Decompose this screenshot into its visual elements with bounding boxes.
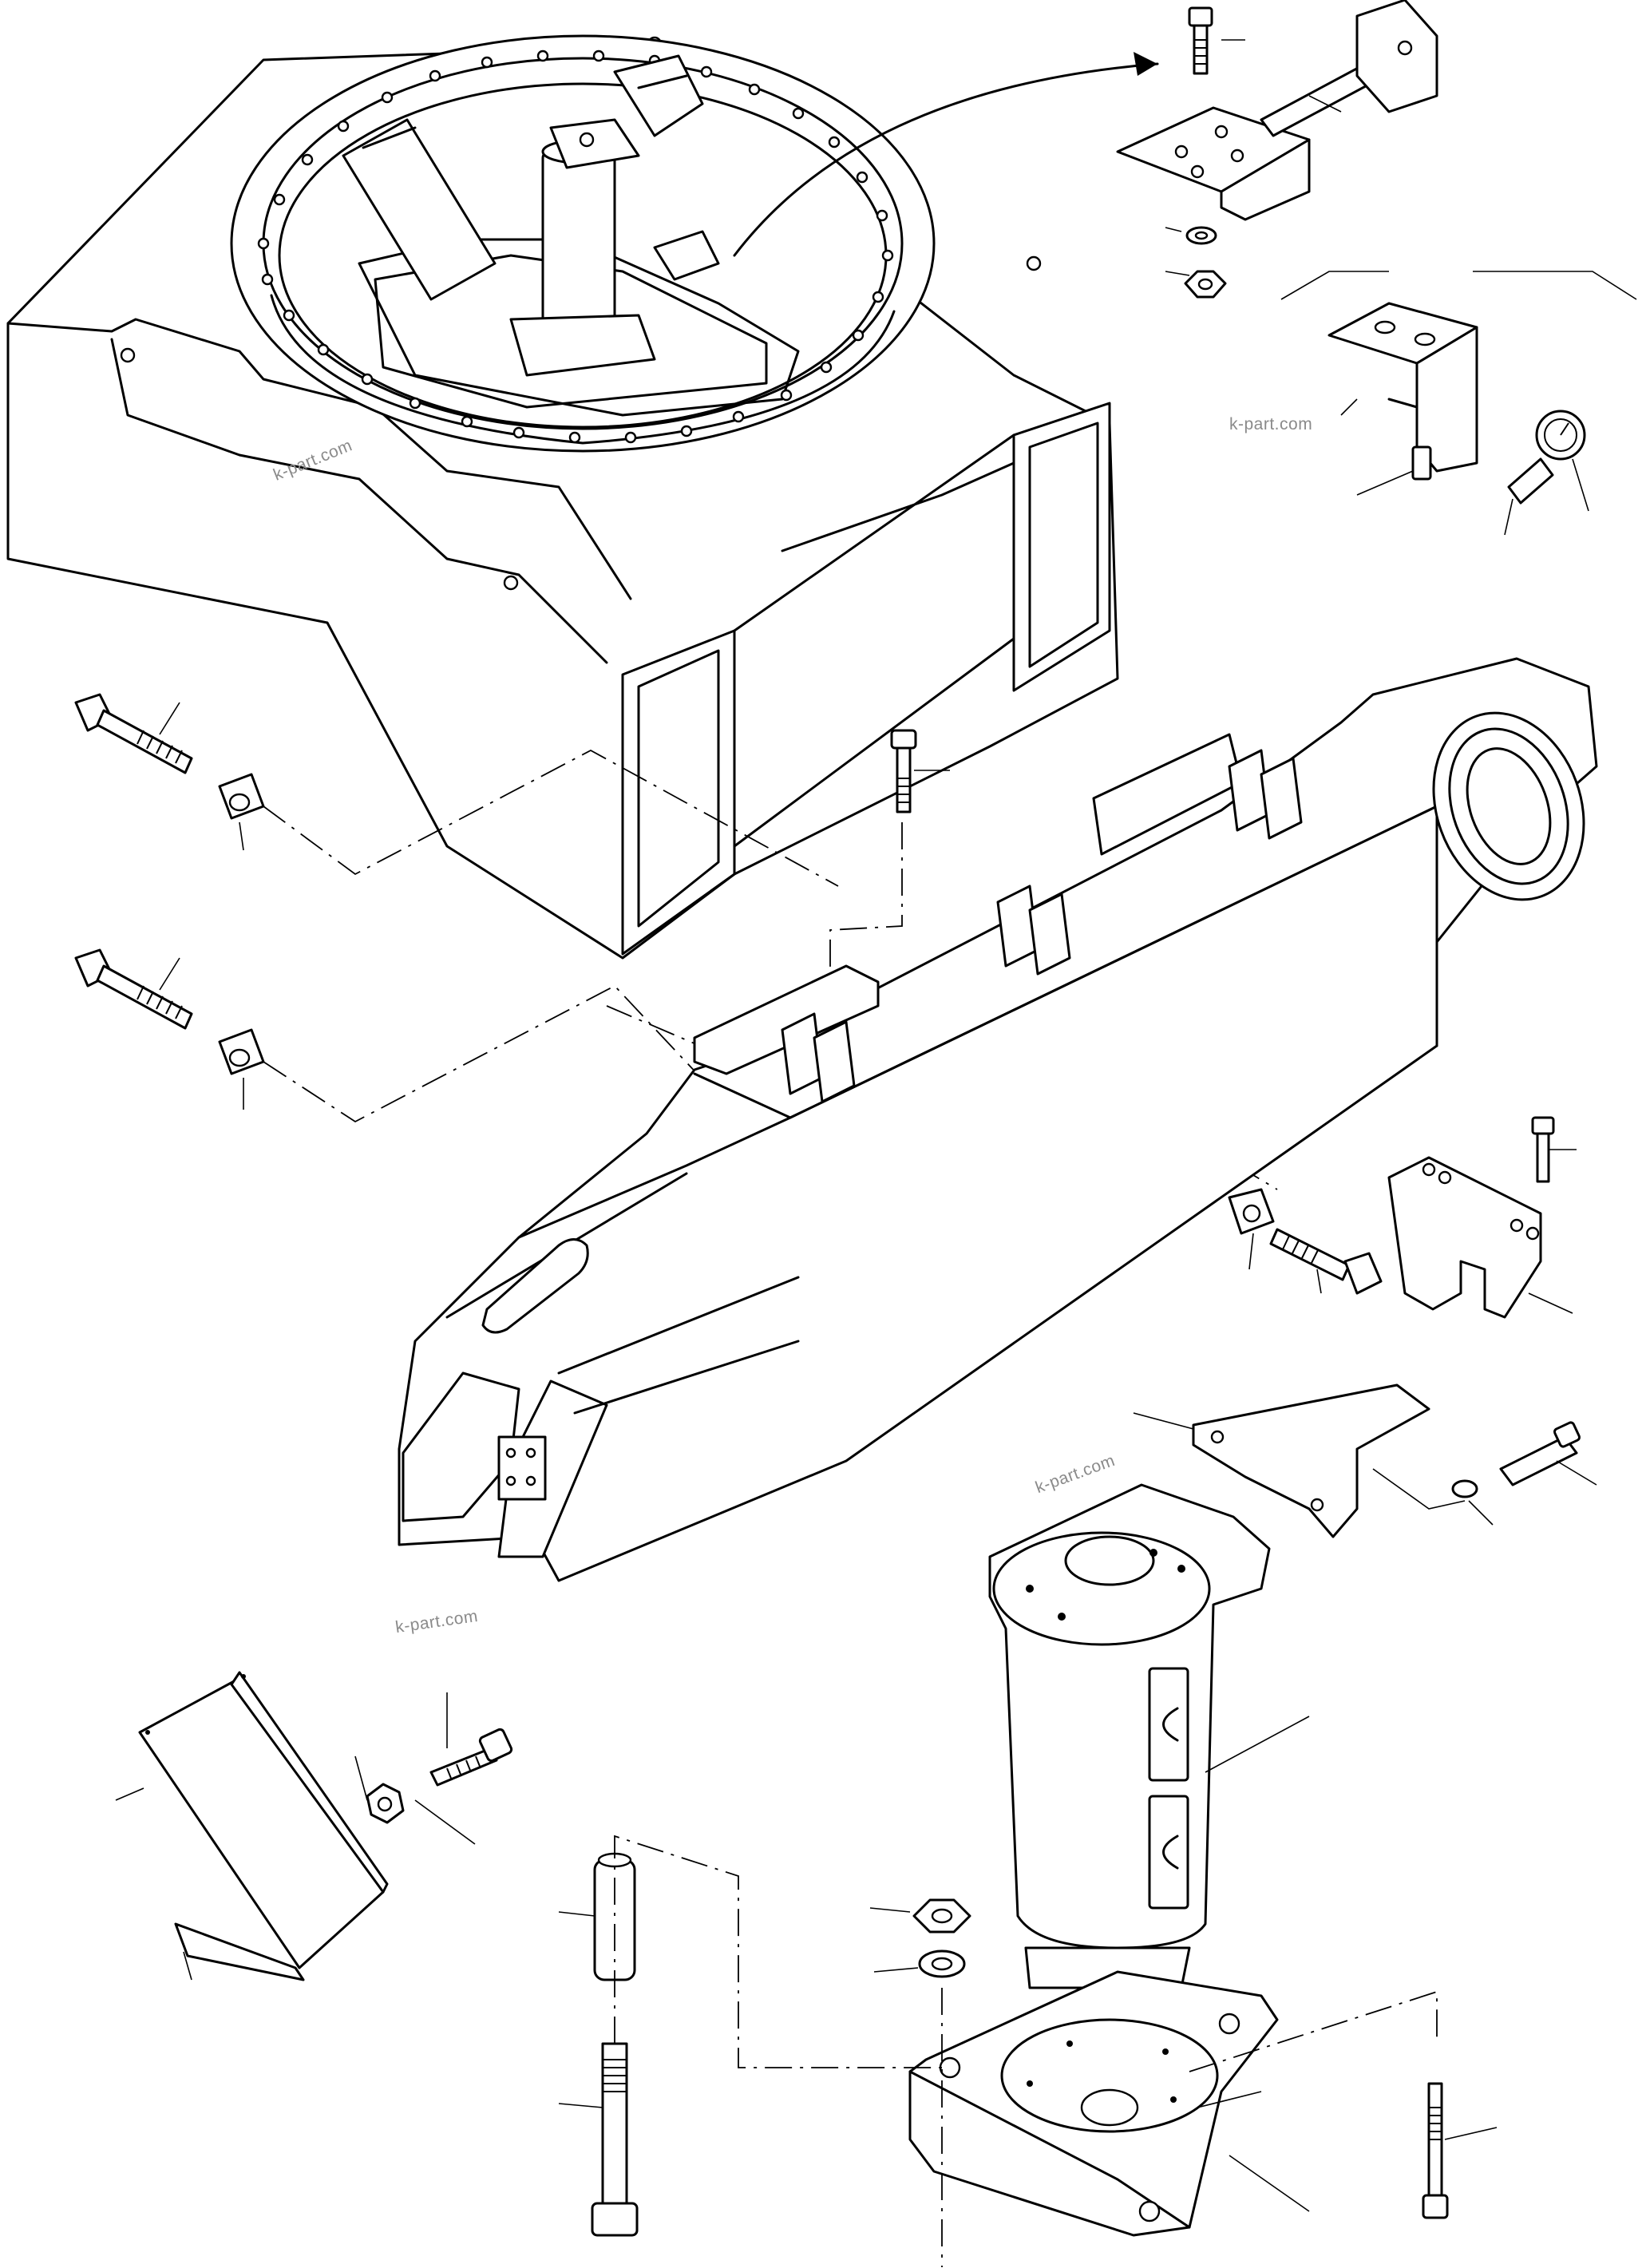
right-bolt-spacer	[1228, 1188, 1383, 1295]
leader-arrowhead	[1134, 52, 1157, 76]
slewing-ring	[230, 34, 936, 453]
gauge-assembly	[1280, 271, 1637, 536]
cover-bolt-nut	[354, 1692, 513, 1845]
column-nut-washer	[869, 1898, 971, 2267]
sleeve-and-long-bolt	[558, 1835, 942, 2237]
cover-plate	[115, 1671, 389, 1981]
angle-bracket-right	[1387, 1116, 1577, 1319]
swivel-column	[908, 1483, 1310, 2237]
boom-arm	[398, 657, 1598, 1582]
center-bolt	[890, 729, 950, 813]
bottom-right-bolt	[1189, 1990, 1498, 2219]
watermark: k-part.com	[1229, 415, 1313, 433]
left-bolt-spacer-2	[74, 948, 799, 1182]
detail-leader-curve	[733, 62, 1159, 257]
rod-bracket-assembly	[1116, 0, 1438, 299]
centerline-a	[829, 822, 903, 974]
left-bolt-spacer-1	[74, 693, 839, 887]
ring-bolt-holes	[257, 49, 894, 444]
lock-plate	[1133, 1383, 1597, 1538]
